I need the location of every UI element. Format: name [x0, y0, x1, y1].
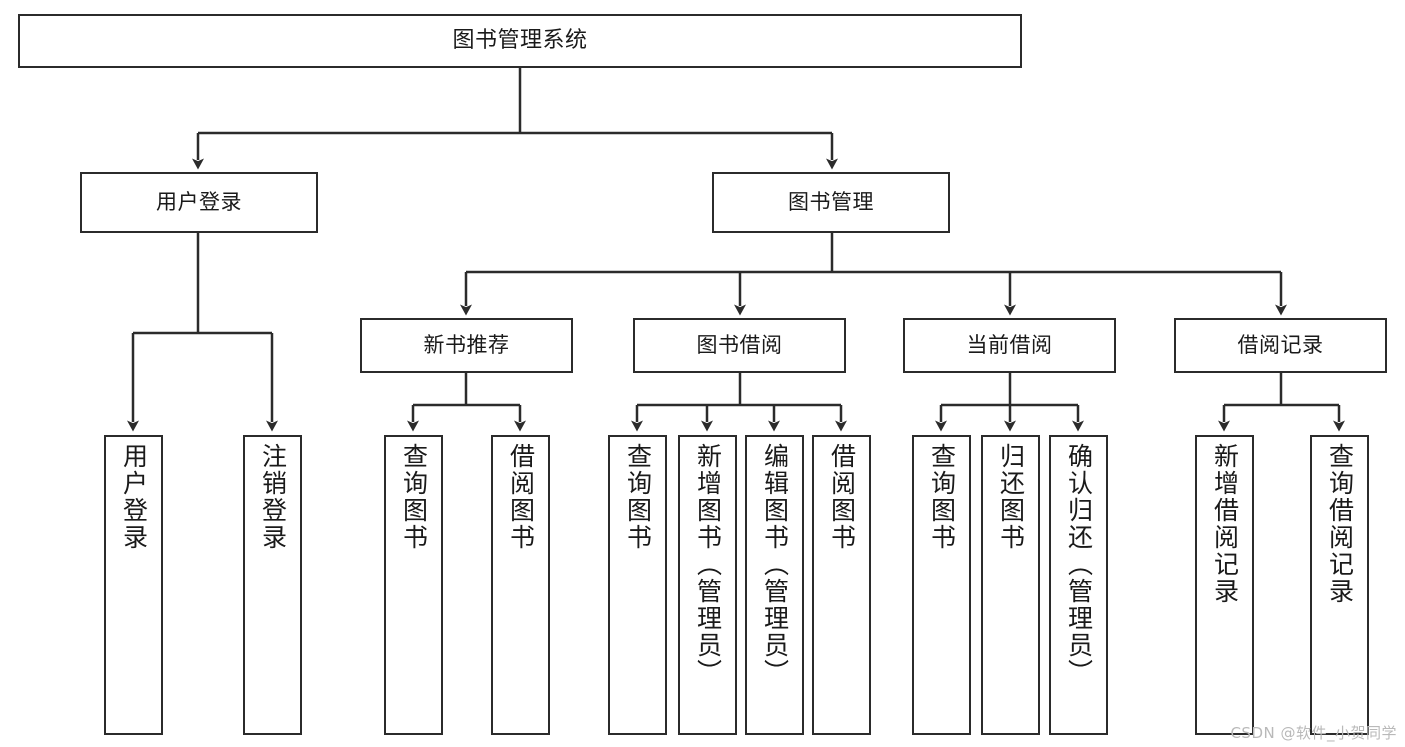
node-label: 当前借阅 — [966, 333, 1053, 358]
leaf-borrow-add-book-admin[interactable]: 新增图书（管理员） — [678, 435, 737, 735]
leaf-current-return-book[interactable]: 归还图书 — [981, 435, 1040, 735]
leaf-borrow-edit-book-admin[interactable]: 编辑图书（管理员） — [745, 435, 804, 735]
node-label: 用户登录 — [119, 443, 149, 551]
node-label: 确认归还（管理员） — [1064, 443, 1094, 686]
leaf-borrow-query-book[interactable]: 查询图书 — [608, 435, 667, 735]
node-label: 图书管理系统 — [452, 28, 588, 54]
node-label: 新书推荐 — [423, 333, 510, 358]
leaf-current-query-book[interactable]: 查询图书 — [912, 435, 971, 735]
node-current-borrow[interactable]: 当前借阅 — [903, 318, 1116, 373]
leaf-recommend-query-book[interactable]: 查询图书 — [384, 435, 443, 735]
leaf-recommend-borrow-book[interactable]: 借阅图书 — [491, 435, 550, 735]
node-label: 新增借阅记录 — [1210, 443, 1240, 605]
leaf-record-add-record[interactable]: 新增借阅记录 — [1195, 435, 1254, 735]
node-label: 借阅图书 — [827, 443, 857, 551]
node-label: 归还图书 — [996, 443, 1026, 551]
node-label: 图书管理 — [788, 190, 874, 215]
node-label: 注销登录 — [258, 443, 288, 551]
node-label: 借阅记录 — [1237, 333, 1324, 358]
node-new-book-recommendation[interactable]: 新书推荐 — [360, 318, 573, 373]
watermark: CSDN @软件_小贺同学 — [1230, 724, 1397, 742]
node-label: 编辑图书（管理员） — [760, 443, 790, 686]
node-book-borrow[interactable]: 图书借阅 — [633, 318, 846, 373]
node-label: 图书借阅 — [696, 333, 783, 358]
node-book-management[interactable]: 图书管理 — [712, 172, 950, 233]
leaf-current-confirm-return-admin[interactable]: 确认归还（管理员） — [1049, 435, 1108, 735]
node-root-book-management-system[interactable]: 图书管理系统 — [18, 14, 1022, 68]
leaf-user-login-login[interactable]: 用户登录 — [104, 435, 163, 735]
leaf-user-login-logout[interactable]: 注销登录 — [243, 435, 302, 735]
leaf-record-query-record[interactable]: 查询借阅记录 — [1310, 435, 1369, 735]
node-borrow-record[interactable]: 借阅记录 — [1174, 318, 1387, 373]
node-label: 新增图书（管理员） — [693, 443, 723, 686]
node-label: 查询借阅记录 — [1325, 443, 1355, 605]
node-user-login[interactable]: 用户登录 — [80, 172, 318, 233]
node-label: 查询图书 — [927, 443, 957, 551]
leaf-borrow-borrow-book[interactable]: 借阅图书 — [812, 435, 871, 735]
node-label: 查询图书 — [399, 443, 429, 551]
node-label: 借阅图书 — [506, 443, 536, 551]
node-label: 用户登录 — [156, 190, 242, 215]
node-label: 查询图书 — [623, 443, 653, 551]
